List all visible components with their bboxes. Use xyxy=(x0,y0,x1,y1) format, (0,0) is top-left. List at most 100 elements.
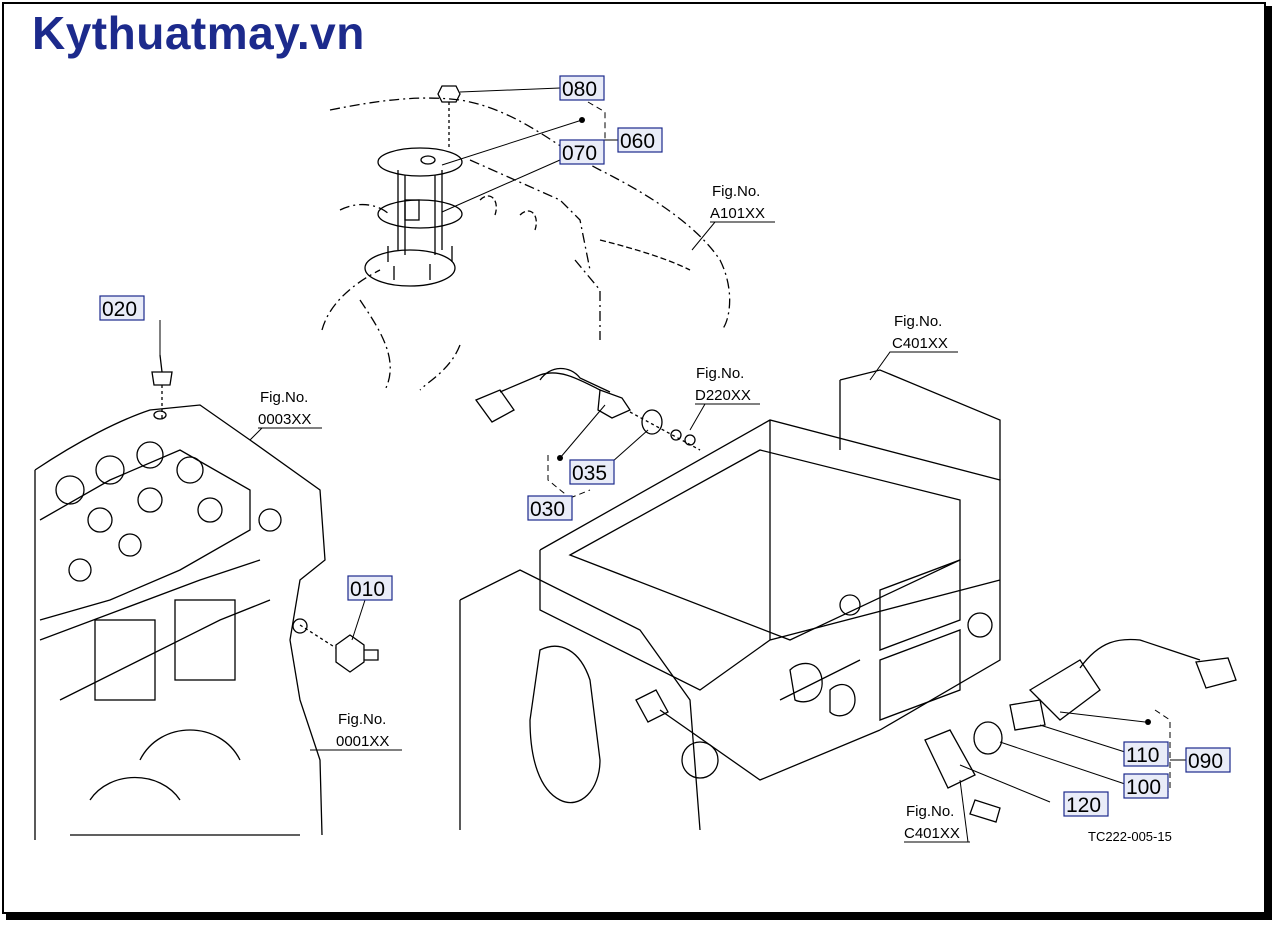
transmission-rear-housing xyxy=(839,369,1001,480)
sender-rods xyxy=(397,170,443,255)
transmission-plug xyxy=(635,689,669,723)
callout-box-030[interactable] xyxy=(527,495,573,521)
engine-port-7 xyxy=(197,497,223,523)
callout-box-120[interactable] xyxy=(1063,791,1109,817)
fig-ref-d220-code[interactable]: D220XX xyxy=(695,387,751,404)
engine-bores xyxy=(89,729,241,801)
fig-ref-0001-code[interactable]: 0001XX xyxy=(336,733,389,750)
fig-ref-0003-code[interactable]: 0003XX xyxy=(258,411,311,428)
callout-020: 020 xyxy=(102,298,137,321)
callout-box-080[interactable] xyxy=(559,75,605,101)
engine-port-3 xyxy=(136,441,164,469)
line-art xyxy=(34,85,1237,840)
transmission-case-body xyxy=(459,569,701,831)
fig-ref-a101-code[interactable]: A101XX xyxy=(710,205,765,222)
leader-lines xyxy=(159,87,1186,843)
drawing-code: TC222-005-15 xyxy=(1088,829,1172,844)
nut-080 xyxy=(437,85,461,103)
temp-sensor-seat xyxy=(153,410,167,420)
engine-cylinder-1 xyxy=(94,619,156,701)
fig-refs: Fig.No. A101XX Fig.No. C401XX Fig.No. D2… xyxy=(258,183,960,842)
engine-head-deck xyxy=(39,449,251,621)
brand-watermark: Kythuatmay.vn xyxy=(32,7,365,59)
callout-box-020[interactable] xyxy=(99,295,145,321)
oil-switch-port xyxy=(292,618,308,634)
switch-body-090 xyxy=(1028,638,1201,721)
fig-ref-a101-title: Fig.No. xyxy=(712,183,760,200)
bracket-120 xyxy=(924,729,976,789)
oil-switch-axis xyxy=(299,624,337,649)
fig-ref-c401-bottom-code[interactable]: C401XX xyxy=(904,825,960,842)
leader-c401-bottom xyxy=(959,779,969,843)
switch-body-035 xyxy=(597,389,631,419)
callout-120: 120 xyxy=(1066,794,1101,817)
leader-030-dot xyxy=(559,404,606,459)
callout-070: 070 xyxy=(562,142,597,165)
fuel-tank-features xyxy=(479,195,691,271)
frame-shadow-right xyxy=(1266,6,1272,920)
sender-mid-plate xyxy=(377,199,463,229)
callout-box-090[interactable] xyxy=(1185,747,1231,773)
callout-box-010[interactable] xyxy=(347,575,393,601)
leader-080 xyxy=(459,87,561,93)
leader-100 xyxy=(999,741,1126,785)
sender-studs xyxy=(387,246,453,280)
fig-ref-d220-title: Fig.No. xyxy=(696,365,744,382)
transmission-edge xyxy=(659,709,881,781)
leader-060 xyxy=(441,119,583,166)
engine-block-ribs xyxy=(39,559,271,701)
engine-port-6 xyxy=(137,487,163,513)
engine-port-9 xyxy=(118,533,142,557)
callout-090: 090 xyxy=(1188,750,1223,773)
callout-035: 035 xyxy=(572,462,607,485)
callout-box-070[interactable] xyxy=(559,139,605,165)
transmission-top-opening xyxy=(568,449,961,641)
leader-070 xyxy=(441,159,561,213)
callout-box-035[interactable] xyxy=(569,459,615,485)
harness-connector-030 xyxy=(474,372,601,423)
fig-ref-0001-title: Fig.No. xyxy=(338,711,386,728)
dot-060 xyxy=(579,117,585,123)
nut-100 xyxy=(973,721,1003,755)
ball-035 xyxy=(670,429,682,441)
temp-sensor-020 xyxy=(151,354,173,386)
engine-port-4 xyxy=(176,456,204,484)
engine-block-outline xyxy=(34,404,326,840)
sender-top-plate xyxy=(377,147,463,177)
leader-110 xyxy=(1039,724,1126,753)
switch-axis-035 xyxy=(629,411,701,451)
leader-0003 xyxy=(249,427,322,441)
transmission-port-1 xyxy=(839,594,861,616)
engine-port-1 xyxy=(55,475,85,505)
harness-wire-030 xyxy=(539,367,611,393)
engine-port-2 xyxy=(95,455,125,485)
fig-ref-c401-top-code[interactable]: C401XX xyxy=(892,335,948,352)
leader-010 xyxy=(351,599,366,641)
fuel-tank-outline xyxy=(321,97,731,331)
harness-connector-090 xyxy=(1195,657,1237,689)
leader-a101 xyxy=(691,221,775,251)
callout-030: 030 xyxy=(530,498,565,521)
transmission-bosses xyxy=(779,659,861,717)
leader-c401-top xyxy=(869,351,958,381)
frame-shadow-bottom xyxy=(6,914,1272,920)
transmission-port-2 xyxy=(967,612,993,638)
oil-switch-010 xyxy=(335,634,365,673)
callout-010: 010 xyxy=(350,578,385,601)
callout-box-100[interactable] xyxy=(1123,773,1169,799)
ball-035b xyxy=(684,434,696,446)
callout-boxes: 080 060 070 020 010 035 030 110 090 100 … xyxy=(99,75,1231,817)
callout-box-060[interactable] xyxy=(617,127,663,153)
bolt-c401 xyxy=(969,799,1001,823)
callout-110: 110 xyxy=(1126,744,1159,767)
fig-ref-c401-top-title: Fig.No. xyxy=(894,313,942,330)
callout-box-110[interactable] xyxy=(1123,741,1169,767)
fig-ref-0003-title: Fig.No. xyxy=(260,389,308,406)
callout-060: 060 xyxy=(620,130,655,153)
diagram-frame xyxy=(2,2,1266,914)
transmission-side-panels xyxy=(879,559,961,721)
fig-ref-underlines xyxy=(258,221,970,843)
bracket-030 xyxy=(547,455,591,499)
dot-030 xyxy=(557,455,563,461)
